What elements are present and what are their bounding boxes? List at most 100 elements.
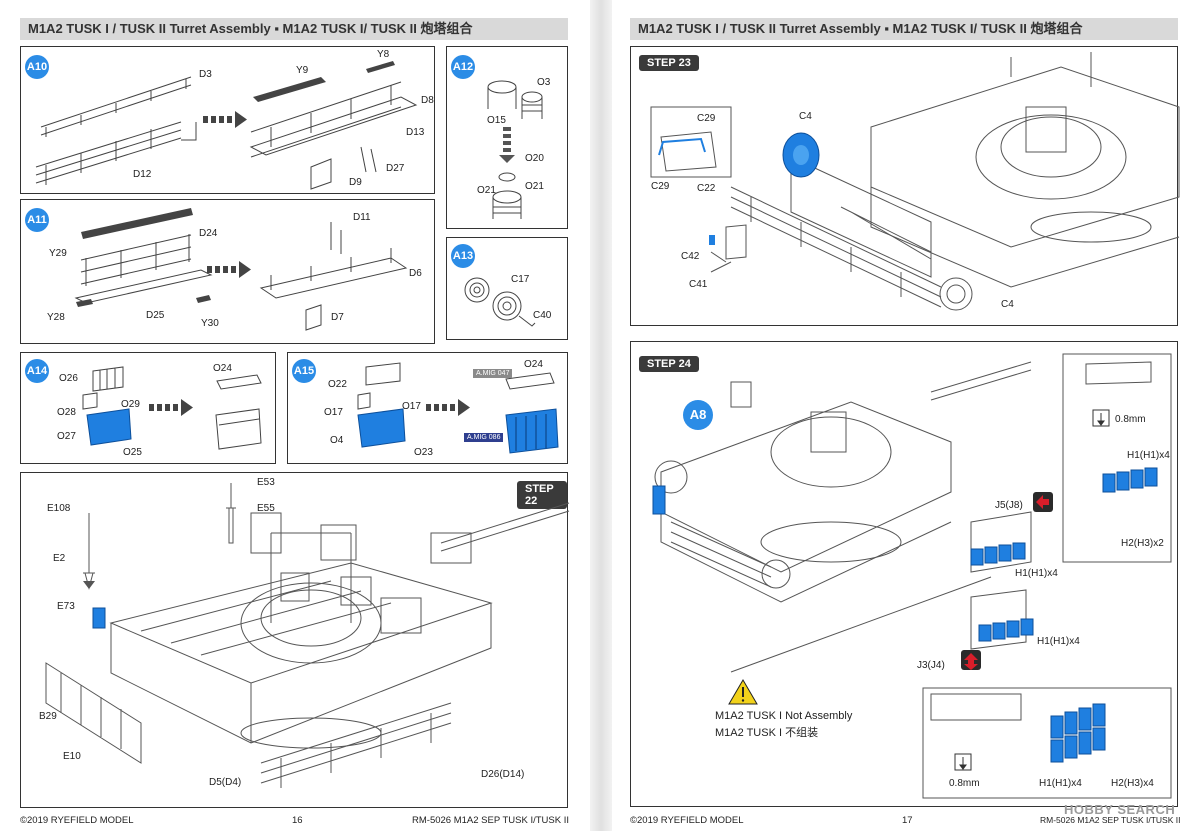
part-label: D12 xyxy=(133,169,152,180)
step-badge-a14: A14 xyxy=(25,359,49,383)
part-label: O21 xyxy=(525,181,544,192)
railing-diagram xyxy=(74,208,408,331)
turret-diagram xyxy=(652,353,1172,799)
part-label: H2(H3)x4 xyxy=(1111,778,1154,789)
part-label: C22 xyxy=(697,183,716,194)
part-label: O23 xyxy=(414,447,433,458)
part-label: O27 xyxy=(57,431,76,442)
part-label: E55 xyxy=(257,503,275,514)
warning-text-en: M1A2 TUSK I Not Assembly xyxy=(715,710,853,722)
part-label: 0.8mm xyxy=(949,778,980,789)
step-23-box: STEP 23 xyxy=(630,46,1180,326)
part-label: O4 xyxy=(330,435,344,446)
step-a13-box: A13 C17 C40 xyxy=(446,237,568,340)
part-label: O3 xyxy=(537,77,551,88)
watermark: HOBBY SEARCH xyxy=(1064,802,1176,817)
part-label: H1(H1)x4 xyxy=(1127,450,1170,461)
step-24-title: STEP 24 xyxy=(639,356,699,372)
part-label: D6 xyxy=(409,268,422,279)
part-label: D5(D4) xyxy=(209,777,242,788)
right-page: M1A2 TUSK I / TUSK II Turret Assembly ▪ … xyxy=(612,0,1200,831)
step-a10-box: A10 D3 D12 Y9 Y8 D8 D13 D27 D9 xyxy=(20,46,435,194)
part-label: C17 xyxy=(511,274,530,285)
step-badge-a13: A13 xyxy=(451,244,475,268)
turret-diagram xyxy=(45,483,570,788)
part-label: D11 xyxy=(353,212,371,223)
part-label: O21 xyxy=(477,185,496,196)
step-badge-a8: A8 xyxy=(683,400,713,430)
footer-product-code: RM-5026 M1A2 SEP TUSK I/TUSK II xyxy=(1040,815,1181,825)
part-label: 0.8mm xyxy=(1115,414,1146,425)
part-label: O29 xyxy=(121,399,140,410)
part-label: B29 xyxy=(39,711,57,722)
part-label: C29 xyxy=(651,181,670,192)
part-label: D27 xyxy=(386,163,405,174)
part-label: H1(H1)x4 xyxy=(1039,778,1082,789)
step-a12-box: A12 O3 O15 O20 O21 O21 xyxy=(446,46,568,229)
warning-text-cn: M1A2 TUSK I 不组装 xyxy=(715,727,819,739)
turret-diagram xyxy=(650,52,1180,311)
part-label: Y28 xyxy=(47,312,65,323)
part-label: Y9 xyxy=(296,65,309,76)
part-label: O24 xyxy=(524,359,543,370)
part-label: O28 xyxy=(57,407,76,418)
left-page-header: M1A2 TUSK I / TUSK II Turret Assembly ▪ … xyxy=(20,18,568,40)
part-label: E108 xyxy=(47,503,71,514)
railing-diagram xyxy=(35,61,418,190)
part-label: C4 xyxy=(1001,299,1014,310)
left-page: M1A2 TUSK I / TUSK II Turret Assembly ▪ … xyxy=(0,0,590,831)
part-label: O22 xyxy=(328,379,347,390)
part-label: O24 xyxy=(213,363,232,374)
wheel-diagram xyxy=(464,277,536,327)
paint-code-blue: A.MIG 086 xyxy=(464,433,504,442)
part-label: E53 xyxy=(257,477,275,488)
step-23-title: STEP 23 xyxy=(639,55,699,71)
part-label: D7 xyxy=(331,312,344,323)
step-22-box: STEP 22 xyxy=(20,472,570,808)
footer-page-number: 17 xyxy=(902,815,913,826)
part-label: D8 xyxy=(421,95,434,106)
part-label: E2 xyxy=(53,553,66,564)
step-a14-box: A14 O26 O28 O29 O27 O25 O24 xyxy=(20,352,276,464)
footer-page-number: 16 xyxy=(292,815,303,826)
part-label: D25 xyxy=(146,310,165,321)
paint-code-grey: A.MIG 047 xyxy=(473,369,513,378)
step-badge-a12: A12 xyxy=(451,55,475,79)
step-badge-a10: A10 xyxy=(25,55,49,79)
box-diagram xyxy=(357,362,559,454)
step-22-title: STEP 22 xyxy=(517,481,567,509)
step-a15-box: A15 O22 O17 O17 O4 O23 O24 A.MIG 047 A.M… xyxy=(287,352,568,464)
part-label: H1(H1)x4 xyxy=(1037,636,1080,647)
part-label: Y29 xyxy=(49,248,67,259)
part-label: J3(J4) xyxy=(917,660,945,671)
part-label: D24 xyxy=(199,228,218,239)
part-label: H1(H1)x4 xyxy=(1015,568,1058,579)
right-page-header: M1A2 TUSK I / TUSK II Turret Assembly ▪ … xyxy=(630,18,1178,40)
part-label: E73 xyxy=(57,601,75,612)
part-label: O17 xyxy=(402,401,421,412)
part-label: H2(H3)x2 xyxy=(1121,538,1164,549)
footer-copyright: ©2019 RYEFIELD MODEL xyxy=(630,815,744,826)
part-label: O26 xyxy=(59,373,78,384)
footer-copyright: ©2019 RYEFIELD MODEL xyxy=(20,815,134,826)
ammo-box-diagram xyxy=(487,80,543,219)
part-label: D26(D14) xyxy=(481,769,525,780)
part-label: O17 xyxy=(324,407,343,418)
part-label: D3 xyxy=(199,69,212,80)
part-label: O15 xyxy=(487,115,506,126)
step-badge-a11: A11 xyxy=(25,208,49,232)
part-label: C40 xyxy=(533,310,552,321)
step-a11-box: A11 D24 Y29 Y28 D25 Y30 D11 D6 D7 xyxy=(20,199,435,344)
part-label: C41 xyxy=(689,279,708,290)
part-label: D13 xyxy=(406,127,425,138)
part-label: Y8 xyxy=(377,49,390,60)
footer-product-code: RM-5026 M1A2 SEP TUSK I/TUSK II xyxy=(412,815,569,826)
part-label: O20 xyxy=(525,153,544,164)
step-badge-a15: A15 xyxy=(292,359,316,383)
part-label: E10 xyxy=(63,751,81,762)
part-label: C29 xyxy=(697,113,716,124)
part-label: Y30 xyxy=(201,318,219,329)
part-label: O25 xyxy=(123,447,142,458)
part-label: J5(J8) xyxy=(995,500,1023,511)
part-label: C42 xyxy=(681,251,700,262)
